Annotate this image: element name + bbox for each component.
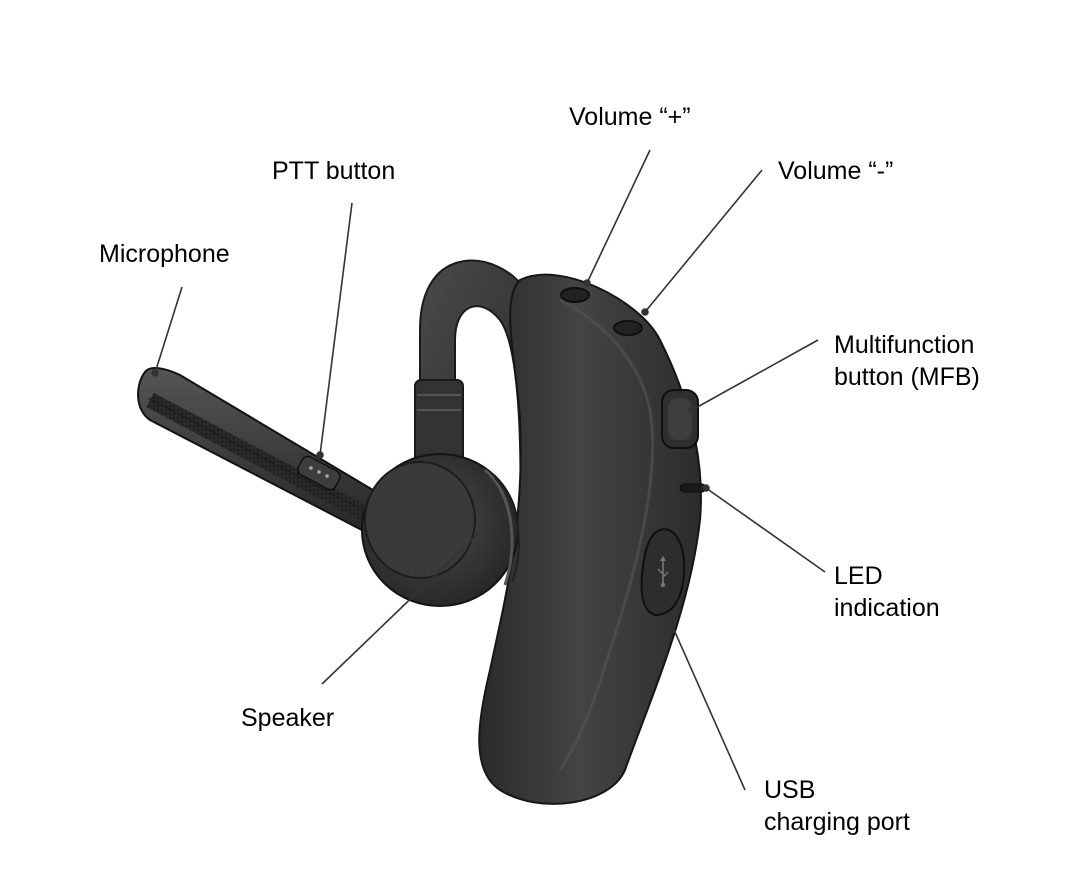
leader-volume-up — [586, 149, 651, 284]
leader-ptt — [319, 202, 353, 456]
label-microphone: Microphone — [99, 240, 230, 268]
label-led-line-2: indication — [834, 594, 940, 622]
label-ptt-button: PTT button — [272, 157, 396, 185]
volume-down-button — [613, 320, 643, 336]
main-body — [478, 273, 702, 805]
label-volume-up: Volume “+” — [569, 103, 691, 131]
leader-microphone — [154, 286, 183, 374]
usb-icon — [657, 556, 669, 588]
leader-led — [705, 487, 826, 573]
led-indicator — [679, 483, 707, 493]
label-usb-line-2: charging port — [764, 808, 910, 836]
label-multifunction-button: Multifunction button (MFB) — [834, 329, 980, 393]
headset-illustration — [137, 259, 707, 805]
label-speaker: Speaker — [241, 704, 335, 732]
label-volume-down: Volume “-” — [778, 157, 894, 185]
leader-speaker — [321, 533, 479, 685]
label-led-indication: LED indication — [834, 560, 940, 624]
label-mfb-line-2: button (MFB) — [834, 363, 980, 391]
leader-lines — [151, 149, 826, 791]
volume-up-button — [560, 287, 590, 303]
leader-mfb — [691, 339, 819, 411]
label-usb-line-1: USB — [764, 776, 816, 804]
label-mfb-line-1: Multifunction — [834, 331, 975, 359]
leader-volume-down — [644, 169, 763, 313]
label-led-line-1: LED — [834, 562, 883, 590]
leader-usb — [666, 613, 746, 791]
label-usb-charging-port: USB charging port — [764, 774, 910, 838]
